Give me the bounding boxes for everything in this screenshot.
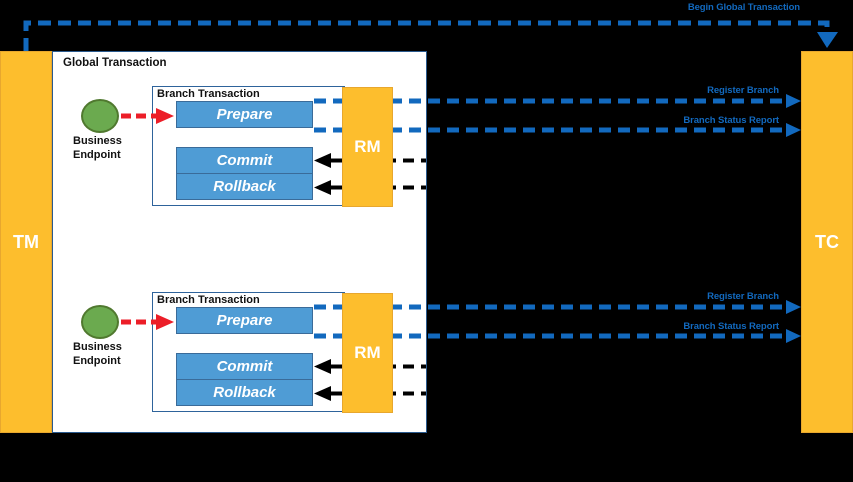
business-endpoint-label: Business Endpoint — [73, 135, 122, 161]
rm-box: RM — [342, 293, 393, 413]
branch-transaction-label: Branch Transaction — [157, 88, 260, 100]
commit-label: Commit — [216, 152, 273, 169]
branch-transaction-group-2: Branch Transaction Business Endpoint Pre… — [0, 206, 853, 426]
prepare-label: Prepare — [216, 312, 273, 329]
tc-pillar: TC — [801, 51, 853, 433]
rollback-box: Rollback — [176, 379, 313, 406]
tm-pillar: TM — [0, 51, 52, 433]
begin-global-transaction-label: Begin Global Transaction — [687, 2, 800, 13]
rm-label: RM — [354, 137, 381, 156]
commit-box: Commit — [176, 147, 313, 174]
register-branch-label: Register Branch — [707, 85, 779, 96]
business-endpoint-circle — [81, 305, 119, 339]
prepare-label: Prepare — [216, 106, 273, 123]
commit-label: Commit — [216, 358, 273, 375]
prepare-box: Prepare — [176, 101, 313, 128]
commit-box: Commit — [176, 353, 313, 380]
branch-transaction-label: Branch Transaction — [157, 294, 260, 306]
global-transaction-label: Global Transaction — [63, 57, 167, 69]
prepare-box: Prepare — [176, 307, 313, 334]
tc-label: TC — [815, 231, 839, 252]
rm-box: RM — [342, 87, 393, 207]
branch-status-report-label: Branch Status Report — [683, 321, 779, 332]
business-endpoint-circle — [81, 99, 119, 133]
business-endpoint-label: Business Endpoint — [73, 341, 122, 367]
branch-status-report-label: Branch Status Report — [683, 115, 779, 126]
tm-label: TM — [13, 231, 39, 252]
rollback-label: Rollback — [213, 178, 276, 195]
rollback-box: Rollback — [176, 173, 313, 200]
rm-label: RM — [354, 343, 381, 362]
register-branch-label: Register Branch — [707, 291, 779, 302]
branch-transaction-group-1: Branch Transaction Business Endpoint Pre… — [0, 0, 853, 220]
rollback-label: Rollback — [213, 384, 276, 401]
